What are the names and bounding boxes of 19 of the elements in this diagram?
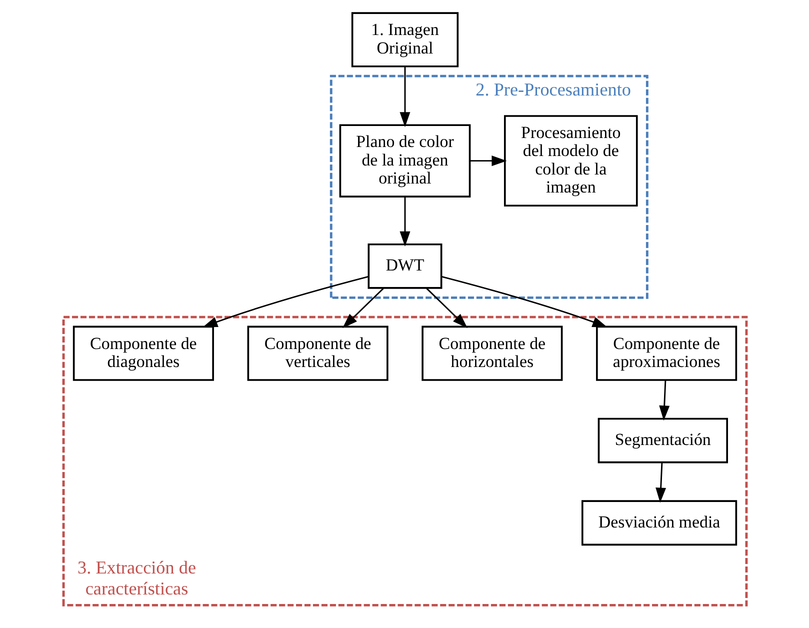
node-box: Procesamiento del modelo de color de la imagen <box>504 115 638 207</box>
node-box: Componente de aproximaciones <box>596 326 737 381</box>
node-box: 1. Imagen Original <box>350 12 458 68</box>
arrow <box>469 156 506 166</box>
arrow <box>426 288 467 328</box>
arrow <box>399 196 410 246</box>
node-box: Segmentación <box>597 418 728 464</box>
arrow <box>440 276 607 328</box>
node-box: Componente de diagonales <box>72 326 214 381</box>
node-box: Componente de horizontales <box>421 326 562 381</box>
node-box: Plano de color de la imagen original <box>338 124 470 198</box>
arrow <box>655 462 666 503</box>
arrow <box>202 276 368 328</box>
node-box: Componente de verticales <box>246 326 388 381</box>
arrow <box>342 288 384 328</box>
node-box: Desviación media <box>580 500 737 546</box>
arrow <box>658 380 670 421</box>
arrow <box>399 66 410 128</box>
node-box: DWT <box>367 243 442 289</box>
